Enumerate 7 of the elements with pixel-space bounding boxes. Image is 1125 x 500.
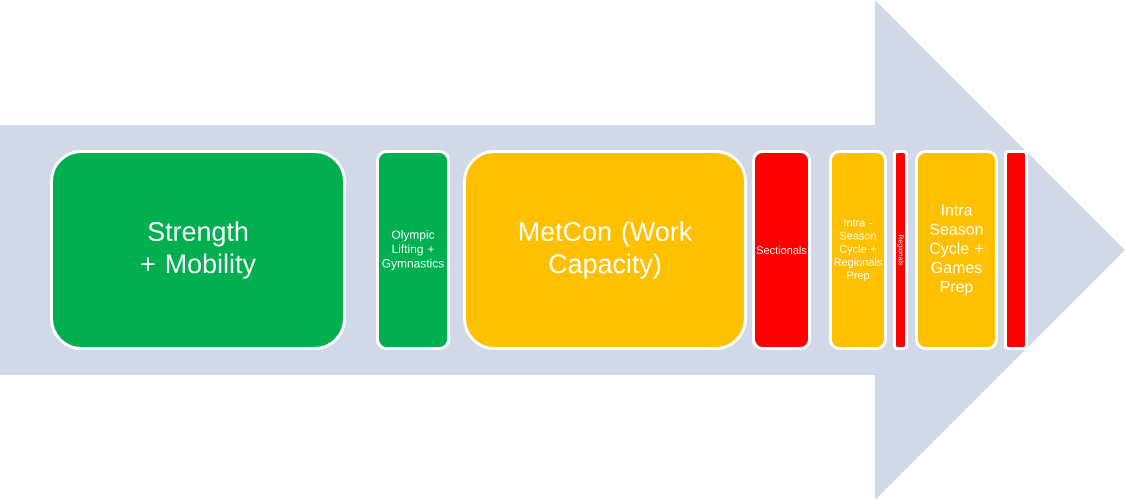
stage-box: MetCon (Work Capacity) (463, 150, 747, 350)
stage-box: Sectionals (752, 150, 811, 350)
stage-box: Intra Season Cycle + Games Prep (915, 150, 998, 350)
stage-box (1004, 150, 1028, 350)
stage-box: Intra - Season Cycle + Regionals Prep (829, 150, 887, 350)
stage-box: Strength + Mobility (50, 150, 346, 350)
stage-box: Olympic Lifting + Gymnastics (376, 150, 450, 350)
